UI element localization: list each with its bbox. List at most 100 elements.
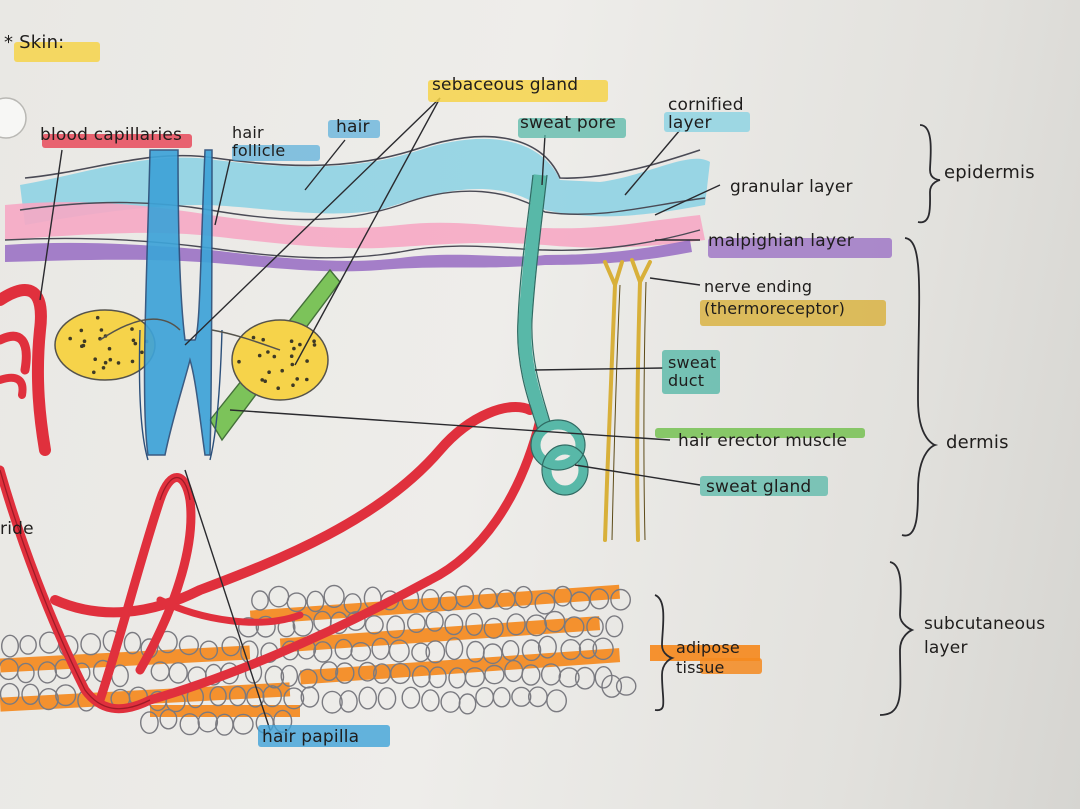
gland-dot <box>266 350 270 354</box>
fat-cell <box>482 643 503 665</box>
fat-cell <box>475 687 494 708</box>
fat-cell <box>444 613 464 636</box>
nerve-fibres <box>603 258 652 542</box>
fat-cell <box>506 613 526 636</box>
fat-cell <box>199 640 219 660</box>
fat-cell <box>280 664 299 687</box>
fat-cell <box>528 686 548 708</box>
fat-cell <box>335 662 355 684</box>
fat-cell <box>197 711 219 733</box>
gland-dot <box>312 343 317 347</box>
fat-cell <box>425 640 446 664</box>
gland-dot <box>292 346 296 351</box>
fat-cell <box>300 686 320 708</box>
fat-cell <box>283 687 305 710</box>
gland-dot <box>99 328 104 332</box>
fat-cell <box>428 666 447 689</box>
fat-cell <box>578 638 598 659</box>
gland-dot <box>107 346 112 351</box>
fat-cell <box>389 662 411 685</box>
fat-cell <box>560 638 582 661</box>
fat-cell <box>323 584 345 608</box>
sebaceous-gland-right <box>231 319 329 401</box>
fat-cell <box>221 636 241 657</box>
left-edge-label: ride <box>0 519 34 539</box>
fat-cell <box>55 684 77 707</box>
gland-dot <box>257 353 262 358</box>
blood-capillaries-highlight <box>42 134 192 148</box>
gland-dot <box>82 339 87 344</box>
fat-cell <box>19 635 37 655</box>
fat-cell <box>421 588 440 611</box>
fat-cell <box>339 690 358 713</box>
fat-cell <box>610 588 631 611</box>
sweat-duct-highlight <box>662 350 720 394</box>
cornified-layer-highlight <box>664 112 750 132</box>
epidermis-label: epidermis <box>944 162 1035 183</box>
fat-cell <box>455 585 475 608</box>
gland-dot <box>305 377 309 382</box>
gland-duct-left <box>99 318 181 341</box>
fat-cell <box>255 615 276 638</box>
fat-cell <box>80 633 102 656</box>
fat-cell <box>0 682 20 705</box>
sweat-gland-coil <box>531 420 588 495</box>
fat-cell <box>16 662 35 684</box>
fat-cell <box>262 685 283 708</box>
gland-dot <box>103 360 108 365</box>
malpighian-layer-label: malpighian layer <box>708 231 854 251</box>
fat-cell <box>563 616 585 638</box>
fat-cell <box>615 676 637 696</box>
fat-cell <box>445 637 464 661</box>
fat-cell <box>574 666 596 690</box>
cornified-layer-label: cornified layer <box>668 95 744 133</box>
gland-dot <box>289 354 294 359</box>
gland-dot <box>101 366 106 370</box>
gland-dot <box>92 370 96 375</box>
adipose-stripes <box>0 584 760 717</box>
gland-dot <box>116 361 121 365</box>
fat-cell <box>440 691 461 713</box>
sweat-gland-label: sweat gland <box>706 477 812 497</box>
hair-erector-muscle-highlight <box>655 428 865 438</box>
fat-cell <box>589 588 610 610</box>
fat-cell <box>38 687 59 711</box>
fat-cell <box>251 590 269 611</box>
fat-cell <box>465 612 484 636</box>
sweat-gland-coil-outline <box>530 419 589 496</box>
fat-cell <box>228 685 247 707</box>
sweat-duct-tube <box>518 174 552 432</box>
fat-cell <box>268 585 290 608</box>
fat-cell <box>605 615 624 638</box>
granular-layer-label: granular layer <box>730 177 853 197</box>
fat-cell <box>525 614 548 637</box>
gland-dot <box>108 357 113 362</box>
fat-cell <box>209 685 227 707</box>
gland-dot <box>276 386 281 391</box>
binder-hole <box>0 97 27 139</box>
gland-dot <box>261 337 266 342</box>
gland-dot <box>130 327 134 331</box>
leader-lines <box>39 97 721 731</box>
fat-cell <box>501 640 520 662</box>
fat-cell <box>425 611 444 632</box>
fat-cell <box>569 591 591 612</box>
sweat-pore-highlight <box>518 118 626 138</box>
hair-follicle-shape <box>143 149 213 456</box>
sweat-duct-label: sweat duct <box>668 353 717 390</box>
sweat-duct-outline <box>517 174 553 431</box>
layer-brackets <box>654 124 941 716</box>
fat-cell <box>406 613 426 633</box>
fat-cell <box>544 610 566 633</box>
gland-dot <box>130 359 135 364</box>
gland-duct-right <box>211 329 281 351</box>
fat-cell <box>321 690 343 714</box>
fat-cell <box>286 592 307 613</box>
sweat-pore-label: sweat pore <box>520 113 616 133</box>
blood-capillaries-label: blood capillaries <box>40 125 183 145</box>
fat-cell <box>0 634 20 658</box>
hair-follicle-label: hair follicle <box>232 123 286 160</box>
adipose-tissue-highlight <box>700 658 762 674</box>
sebaceous-gland-highlight <box>428 80 608 102</box>
